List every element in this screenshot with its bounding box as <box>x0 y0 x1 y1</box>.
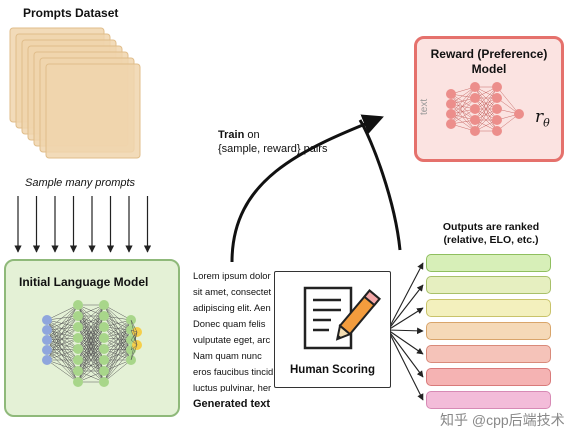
prompt-card-stack <box>9 27 141 159</box>
score-arrow <box>387 327 424 335</box>
reward-output-symbol: rθ <box>535 107 550 130</box>
network-node <box>42 335 52 345</box>
scoring-arrows <box>387 262 424 401</box>
network-node <box>492 115 502 125</box>
network-node <box>446 99 456 109</box>
score-arrow <box>387 329 424 401</box>
generated-text-line: adipiscing elit. Aen <box>193 302 271 313</box>
network-node <box>446 109 456 119</box>
ranking-to-reward-arrow <box>358 119 402 251</box>
network-node <box>73 377 83 387</box>
score-arrow <box>387 307 424 331</box>
sample-prompts-caption: Sample many prompts <box>25 177 136 189</box>
train-bold: Train <box>218 129 245 141</box>
network-node <box>470 93 480 103</box>
network-node <box>73 344 83 354</box>
network-node <box>99 355 109 365</box>
ranked-output-bar <box>426 322 551 340</box>
outputs-ranked-title-line1: Outputs are ranked <box>442 221 540 233</box>
initial-language-model-box: Initial Language Model <box>4 259 180 417</box>
network-node <box>73 355 83 365</box>
score-arrow <box>387 329 424 355</box>
train-arrow <box>230 114 384 263</box>
network-node <box>99 344 109 354</box>
network-node <box>470 126 480 136</box>
score-arrow <box>387 284 424 331</box>
ranked-output-bar <box>426 391 551 409</box>
network-node <box>99 300 109 310</box>
generated-text-line: vulputate eget, arc <box>193 334 271 345</box>
reward-model-title: Reward (Preference) Model <box>417 47 561 77</box>
network-node <box>99 333 109 343</box>
network-node <box>492 93 502 103</box>
network-node <box>470 115 480 125</box>
generated-text-line: Donec quam felis <box>193 318 266 329</box>
reward-model-title-line2: Model <box>471 62 507 76</box>
network-node <box>514 109 524 119</box>
network-node <box>42 355 52 365</box>
ranked-output-bar <box>426 345 551 363</box>
network-node <box>73 300 83 310</box>
network-node <box>470 82 480 92</box>
generated-text-line: luctus pulvinar, her <box>193 382 272 392</box>
score-arrow <box>387 329 424 378</box>
prompt-card <box>45 63 141 159</box>
network-node <box>99 377 109 387</box>
initial-language-model-title: Initial Language Model <box>19 275 149 289</box>
network-node <box>99 322 109 332</box>
train-pairs: {sample, reward} pairs <box>218 143 328 155</box>
reward-model-title-line1: Reward (Preference) <box>430 47 548 61</box>
network-node <box>446 89 456 99</box>
train-label: Train on {sample, reward} pairs <box>218 128 327 156</box>
ranked-output-bar <box>426 368 551 386</box>
network-node <box>470 104 480 114</box>
human-scoring-label: Human Scoring <box>290 364 375 376</box>
network-node <box>446 119 456 129</box>
network-node <box>73 322 83 332</box>
outputs-ranked-title-line2: (relative, ELO, etc.) <box>443 234 539 246</box>
network-node <box>99 311 109 321</box>
reward-model-box: Reward (Preference) Model text rθ <box>414 36 564 162</box>
train-on: on <box>244 129 260 141</box>
generated-text-sample: Lorem ipsum dolor sit amet, consectet adip… <box>193 268 273 392</box>
network-node <box>42 315 52 325</box>
language-model-network-icon <box>42 300 142 387</box>
ranked-output-bar <box>426 254 551 272</box>
generated-text-line: Nam quam nunc <box>193 350 262 361</box>
sample-arrows <box>14 196 152 253</box>
human-scoring-box: Human Scoring <box>274 271 391 388</box>
network-node <box>492 82 502 92</box>
prompts-dataset-title: Prompts Dataset <box>23 6 119 20</box>
network-node <box>492 104 502 114</box>
outputs-ranked-title: Outputs are ranked (relative, ELO, etc.) <box>412 221 570 247</box>
generated-text-line: eros faucibus tincid <box>193 366 273 377</box>
network-node <box>73 311 83 321</box>
ranked-output-bar <box>426 299 551 317</box>
score-arrow <box>387 262 424 331</box>
network-node <box>73 333 83 343</box>
generated-text-line: sit amet, consectet <box>193 286 272 297</box>
ranked-output-bar <box>426 276 551 294</box>
document-pencil-icon <box>303 286 381 350</box>
network-node <box>42 345 52 355</box>
network-node <box>73 366 83 376</box>
network-node <box>42 325 52 335</box>
generated-text-label: Generated text <box>193 398 271 410</box>
network-node <box>492 126 502 136</box>
network-node <box>99 366 109 376</box>
watermark: 知乎 @cpp后端技术 <box>440 412 565 428</box>
reward-model-network-icon <box>446 82 524 136</box>
generated-text-line: Lorem ipsum dolor <box>193 270 271 281</box>
